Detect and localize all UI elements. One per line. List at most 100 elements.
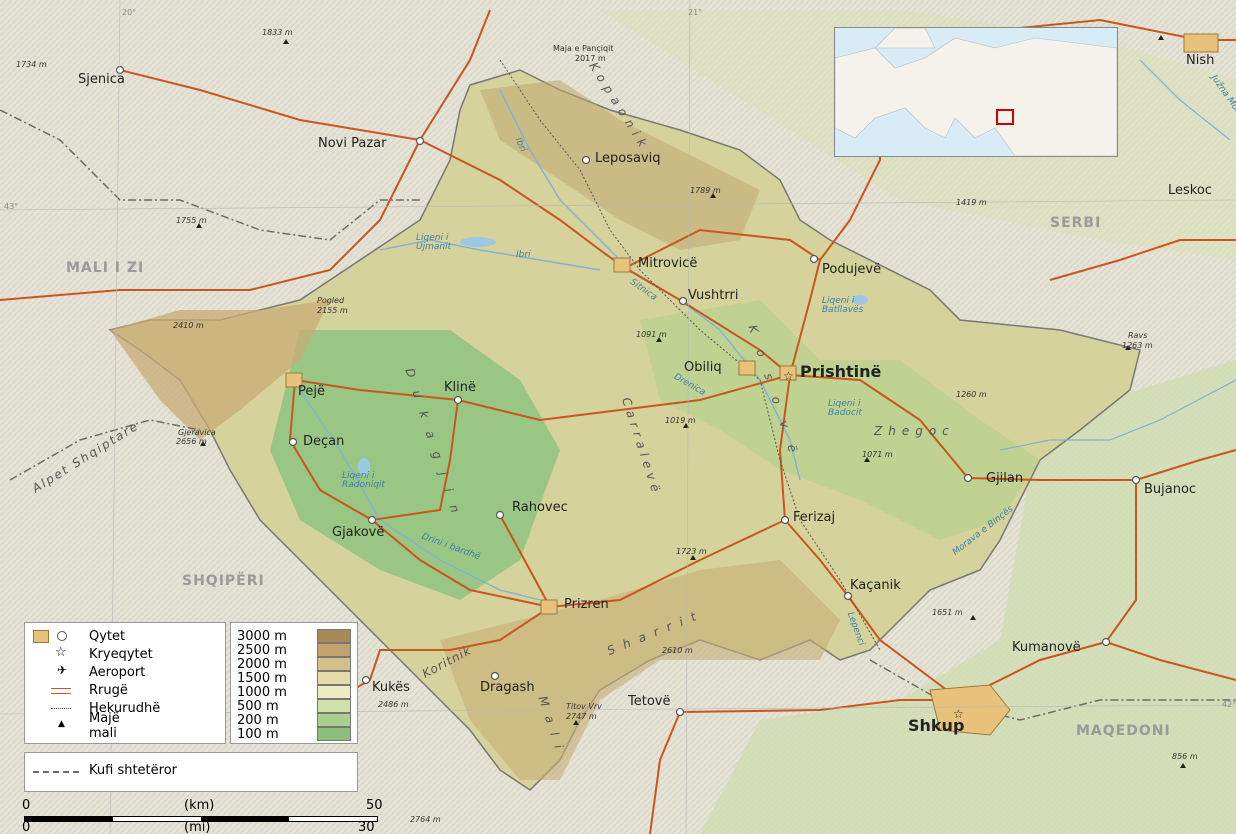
border-line-icon [33,771,79,773]
elevation-swatch [317,629,351,643]
country-macedonia: MAQEDONI [1076,723,1171,739]
city-gjakove: Gjakovë [332,525,385,540]
elevation-swatch [317,643,351,657]
marker-leposaviq [581,155,591,165]
elevation-swatch [317,713,351,727]
peak-1789: 1789 m [690,186,721,195]
river-drini [299,389,541,601]
peak-titov-name: Titov Vrv [566,702,602,711]
scale-mi-max: 30 [358,820,375,834]
scale-km-unit: (km) [184,798,215,813]
lake-batllave [852,295,868,305]
peak-1833: 1833 m [262,28,293,37]
elevation-label: 200 m [237,713,279,728]
area-nish [1183,33,1219,53]
city-kukes: Kukës [372,680,410,695]
marker-decan [288,437,298,447]
legend-railway-label: Hekurudhë [89,700,161,716]
city-areas [285,33,1219,736]
peak-2764: 2764 m [410,815,441,824]
locator-inset-map [834,27,1118,157]
peak-1091: 1091 m [636,330,667,339]
marker-rahovec [495,510,505,520]
peak-1755: 1755 m [176,216,207,225]
scale-bar-graphic [24,816,378,822]
country-serbia: SERBI [1050,215,1102,231]
peak-1260: 1260 m [956,390,987,399]
grid-lat-42: 42° [1222,700,1236,709]
city-ferizaj: Ferizaj [793,510,836,525]
marker-sjenica [115,65,125,75]
elevation-swatch [317,685,351,699]
city-prizren: Prizren [564,597,609,612]
star-prishtine: ☆ [783,369,794,383]
road-icon [51,688,71,694]
elevation-label: 2500 m [237,643,287,658]
range-zhegoc: Zhegoc [874,424,955,438]
elevation-swatch [317,657,351,671]
city-decan: Deçan [303,434,345,449]
peak-icon: ▲ [58,719,65,729]
area-mitrovice [613,257,631,273]
legend-city-circle-icon [57,631,67,641]
legend-capital-label: Kryeqytet [89,646,153,662]
marker-kukes [361,675,371,685]
peak-2410: 2410 m [173,321,204,330]
legend-city-label: Qytet [89,628,126,644]
area-shkup [929,684,1011,736]
star-icon: ☆ [55,645,67,660]
legend-border-label: Kufi shtetëror [89,763,177,778]
river-ibri2-label: Ibri [516,250,531,260]
elevation-row: 2500 m [237,643,351,658]
capital-stars: ☆ ☆ [783,369,964,721]
scale-km-max: 50 [366,798,383,813]
peak-pancic-name: Maja e Pançiqit [553,44,614,53]
peak-1651: 1651 m [932,608,963,617]
marker-gjakove [367,515,377,525]
scale-bar: 0 (km) 50 0 (mi) 30 [22,798,383,834]
peak-1019: 1019 m [665,416,696,425]
marker-vushtrri [678,296,688,306]
dukagjin-plain [270,330,560,600]
elevation-row: 1500 m [237,671,351,686]
elevation-row: 200 m [237,713,351,728]
marker-tetove [675,707,685,717]
peak-pogled-name: Pogled [317,296,345,305]
railway [499,59,881,651]
peak-pancic-height: 2017 m [575,54,606,63]
peak-2486: 2486 m [378,700,409,709]
city-peje: Pejë [298,384,325,399]
star-shkup: ☆ [953,707,964,721]
elevation-row: 1000 m [237,685,351,700]
elevation-label: 500 m [237,699,279,714]
peak-2610: 2610 m [662,646,693,655]
peak-titov-height: 2747 m [566,712,597,721]
city-sjenica: Sjenica [78,72,125,87]
lake-ujman [460,237,496,247]
city-shkup: Shkup [908,716,965,735]
mountain-kopaonik [480,80,760,250]
elevation-row: 3000 m [237,629,351,644]
scale-zero-mi: 0 [22,820,31,834]
city-vushtrri: Vushtrri [688,288,739,303]
city-bujanoc: Bujanoc [1144,482,1197,497]
railway-icon [51,708,71,709]
peak-ravs-name: Ravs [1128,331,1148,340]
elevation-label: 3000 m [237,629,287,644]
city-obiliq: Obiliq [684,360,722,375]
country-montenegro: MALI I ZI [66,260,145,276]
lake-radoniq [358,458,370,476]
grid-lon-20: 20° [122,8,137,17]
lowland-east [700,360,1236,834]
scale-zero-km: 0 [22,798,31,813]
scale-mi-unit: (mi) [184,820,211,834]
city-podujeve: Podujevë [822,262,882,277]
area-prizren [540,599,558,615]
marker-klina [453,395,463,405]
peak-pogled-height: 2155 m [317,306,348,315]
lake-radoniq-label: Liqeni i Radoniqit [342,471,385,490]
peak-triangles [196,35,1186,768]
peak-1419: 1419 m [956,198,987,207]
